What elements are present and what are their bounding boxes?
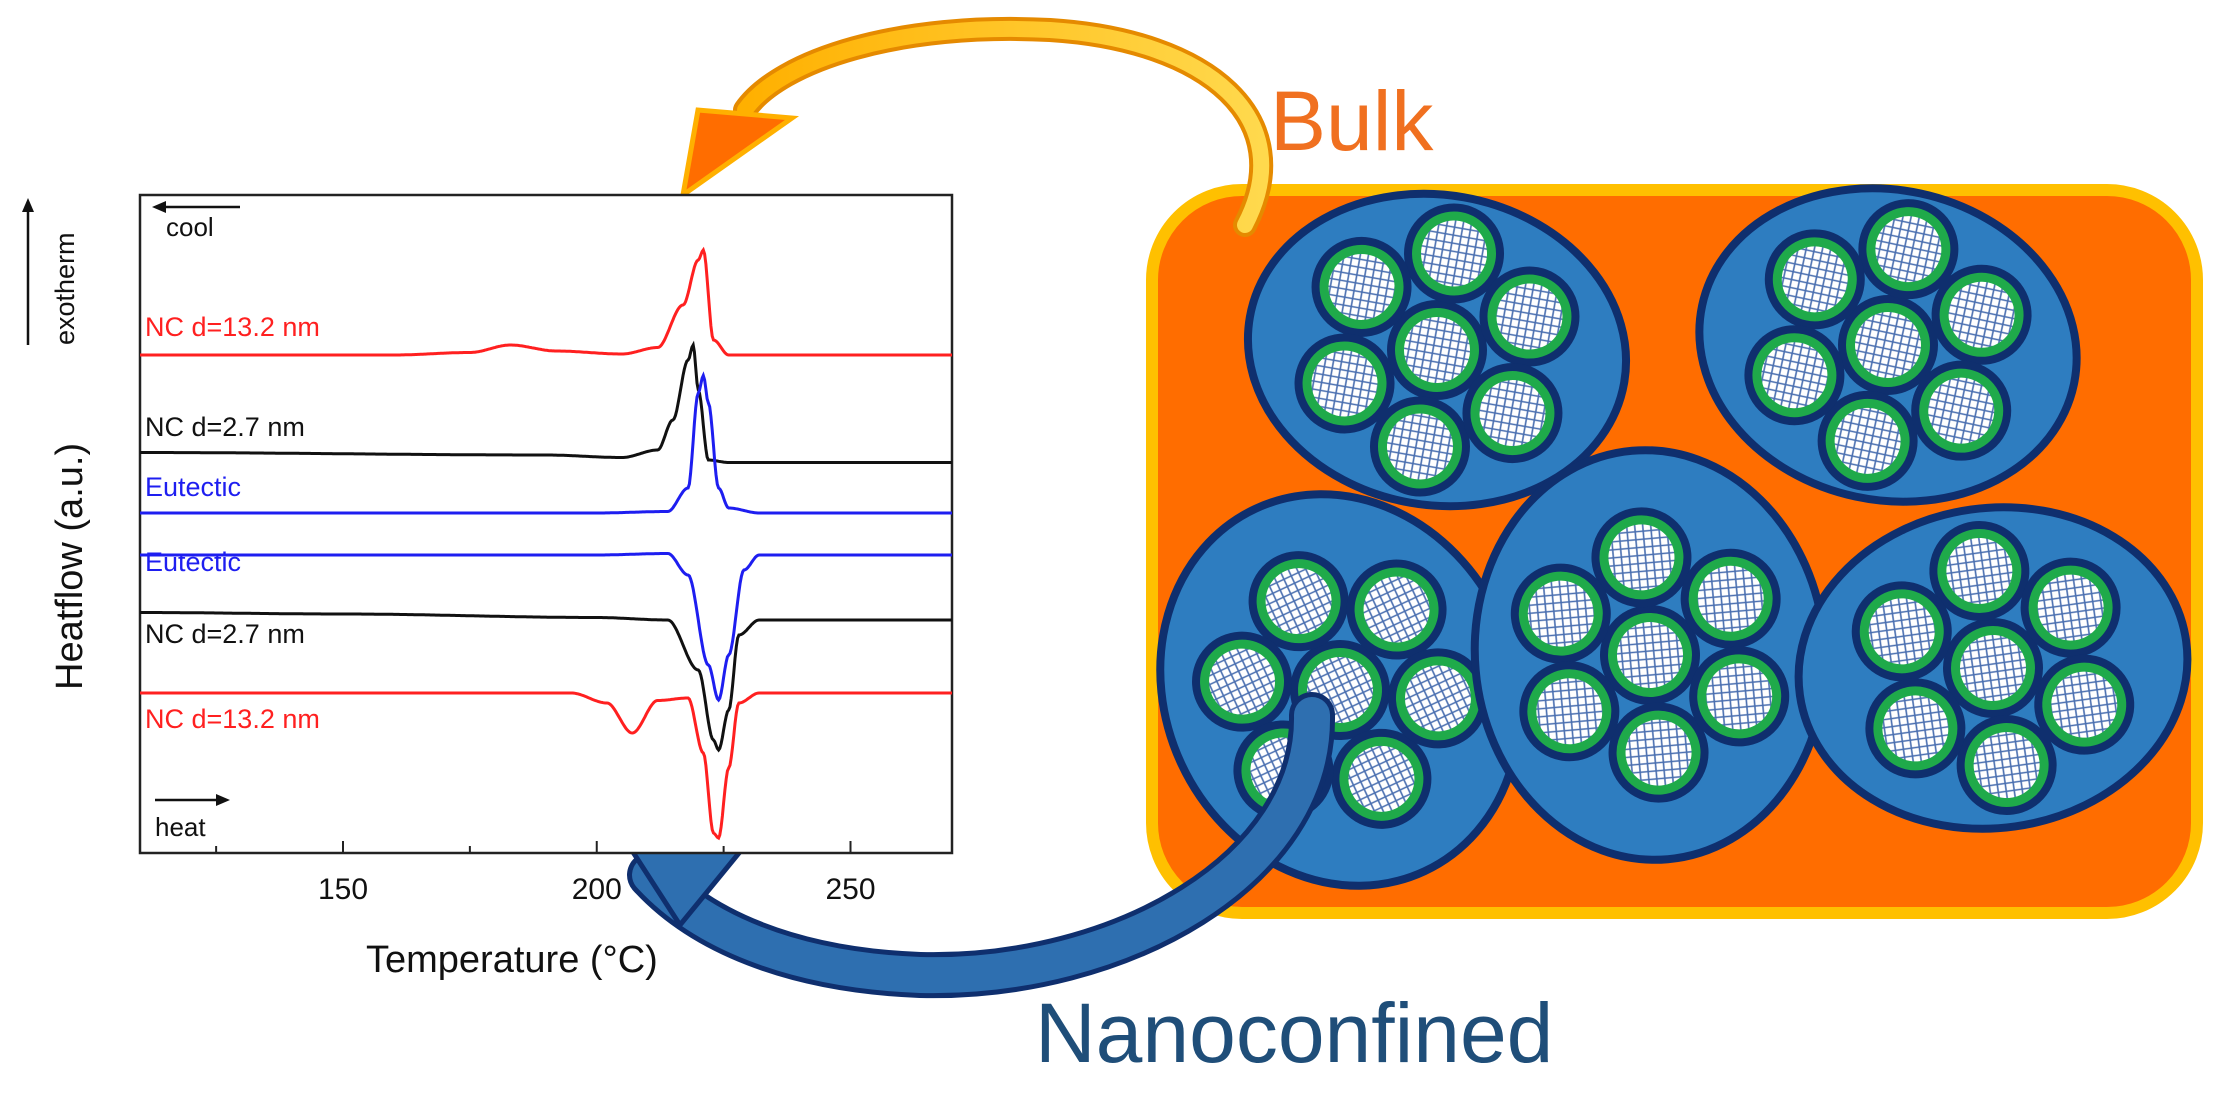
pore-core [1706, 663, 1773, 730]
pore-core [1328, 253, 1395, 320]
pore-core [1928, 377, 1995, 444]
nanoparticle-clusters [1156, 184, 2192, 890]
bulk-arrow [679, 16, 1274, 237]
x-tick-label: 150 [318, 873, 368, 906]
pore-core [1761, 342, 1828, 409]
pore-core [1697, 565, 1764, 632]
series-label-nc27-cool: NC d=2.7 nm [145, 412, 305, 442]
nanoparticle-cluster [1794, 503, 2192, 833]
plot-frame [138, 193, 954, 855]
pore-core [2037, 574, 2104, 641]
pore-core [1868, 598, 1935, 665]
pore-core [1882, 695, 1949, 762]
series-label-nc13-cool: NC d=13.2 nm [145, 312, 320, 342]
series-line-cooling-0 [140, 246, 952, 357]
series-label-nc13-heat: NC d=13.2 nm [145, 704, 320, 734]
pore-core [1875, 216, 1942, 283]
pore-core [1209, 648, 1276, 715]
nanoconfined-label: Nanoconfined [1035, 986, 1553, 1080]
series-line-cooling-2 [140, 371, 952, 515]
exotherm-indicator: exotherm [22, 198, 80, 345]
series-lines [140, 246, 952, 841]
pore-core [1404, 317, 1470, 383]
series-line-heating-3 [140, 552, 952, 703]
nanoparticle-cluster [1243, 189, 1631, 511]
pore-core [1265, 568, 1332, 635]
heat-indicator: heat [155, 794, 230, 842]
pore-core [1496, 283, 1563, 350]
pore-core [1781, 246, 1848, 313]
pore-core [1479, 380, 1546, 447]
pore-core [1608, 524, 1675, 591]
x-axis-title: Temperature (°C) [366, 939, 658, 981]
x-axis-ticks: 150 200 250 [215, 841, 876, 906]
x-tick-label: 200 [572, 873, 622, 906]
pore-core [2051, 671, 2118, 738]
nanoparticle-cluster [1470, 446, 1830, 864]
series-label-eutectic-cool: Eutectic [145, 472, 241, 502]
series-label-nc27-heat: NC d=2.7 nm [145, 619, 305, 649]
pore-core [1960, 635, 2026, 701]
pore-core [1946, 537, 2013, 604]
series-line-cooling-1 [140, 340, 952, 464]
right-arrow-icon [216, 794, 230, 806]
up-arrow-icon [22, 198, 34, 212]
exotherm-label: exotherm [50, 232, 80, 345]
pore-core [1834, 407, 1901, 474]
pore-core [1421, 220, 1488, 287]
pore-core [1617, 622, 1683, 688]
x-tick-label: 250 [825, 873, 875, 906]
pore-core [1527, 580, 1594, 647]
series-line-heating-4 [140, 611, 952, 753]
series-line-heating-5 [140, 691, 952, 841]
heat-label: heat [155, 812, 206, 842]
y-axis-title: Heatflow (a.u.) [49, 443, 91, 690]
dsc-chart: 150 200 250 NC d=13.2 nm NC d=2.7 nm Eutec… [22, 193, 954, 981]
pore-core [1404, 665, 1471, 732]
left-arrow-icon [152, 201, 166, 213]
pore-core [1536, 678, 1603, 745]
series-label-eutectic-heat: Eutectic [145, 547, 241, 577]
pore-core [1386, 413, 1453, 480]
nanoconfined-arrow [615, 692, 1336, 999]
pore-core [1625, 719, 1692, 786]
pore-core [1363, 576, 1430, 643]
nanoparticle-cluster [1156, 490, 1524, 890]
cool-indicator: cool [152, 201, 240, 242]
cool-label: cool [166, 212, 214, 242]
pore-core [1855, 312, 1921, 378]
pore-core [1948, 281, 2015, 348]
pore-core [1973, 732, 2040, 799]
bulk-label: Bulk [1270, 74, 1434, 168]
pore-core [1348, 745, 1415, 812]
pore-core [1311, 350, 1378, 417]
nanoparticle-cluster [1695, 184, 2081, 506]
